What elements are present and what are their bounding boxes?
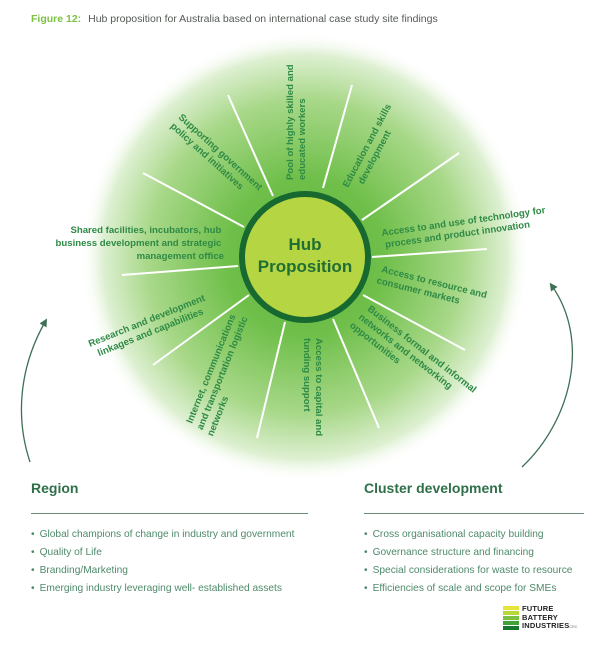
logo-bar <box>503 606 519 611</box>
cluster-list: Cross organisational capacity building G… <box>364 526 584 598</box>
hub-title-line1: Hub <box>288 235 321 254</box>
region-item: Global champions of change in industry a… <box>31 526 308 544</box>
hub-title-line2: Proposition <box>258 257 352 276</box>
cluster-item: Cross organisational capacity building <box>364 526 584 544</box>
spoke-line <box>361 152 460 221</box>
logo-suffix: CRC <box>569 625 578 629</box>
logo-bar <box>503 621 519 626</box>
figure-caption: Figure 12: Hub proposition for Australia… <box>31 13 438 25</box>
cluster-arrow-icon <box>521 282 573 468</box>
logo-bar <box>503 626 519 631</box>
spoke-label-capital: Access to capital and funding support <box>301 338 324 439</box>
cluster-panel: Cluster development Cross organisational… <box>364 480 584 598</box>
hub-diagram: Pool of highly skilled and educated work… <box>20 35 573 479</box>
region-divider <box>31 513 308 514</box>
region-list: Global champions of change in industry a… <box>31 526 308 598</box>
spoke-line <box>142 172 245 228</box>
spoke-label-shared-facilities: Shared facilities, incubators, hub busin… <box>56 225 224 262</box>
cluster-item: Efficiencies of scale and scope for SMEs <box>364 580 584 598</box>
logo-line1: FUTURE <box>522 604 554 613</box>
cluster-title: Cluster development <box>364 480 503 496</box>
fbi-logo: FUTURE BATTERY INDUSTRIESCRC <box>503 604 578 632</box>
region-arrow-icon <box>20 318 47 463</box>
spoke-line <box>362 294 466 351</box>
spoke-line <box>256 321 286 439</box>
region-item: Branding/Marketing <box>31 562 308 580</box>
figure-title: Hub proposition for Australia based on i… <box>88 13 438 25</box>
region-item: Quality of Life <box>31 544 308 562</box>
region-item: Emerging industry leveraging well- estab… <box>31 580 308 598</box>
logo-line3-text: INDUSTRIES <box>522 621 570 630</box>
logo-line3: INDUSTRIESCRC <box>522 621 578 632</box>
logo-wordmark: FUTURE BATTERY INDUSTRIESCRC <box>522 604 578 632</box>
spoke-line <box>322 84 353 189</box>
cluster-item: Governance structure and financing <box>364 544 584 562</box>
spoke-line <box>227 94 274 197</box>
cluster-item: Special considerations for waste to reso… <box>364 562 584 580</box>
figure-label: Figure 12: <box>31 13 82 25</box>
region-panel: Region Global champions of change in ind… <box>31 480 308 598</box>
hub-circle <box>239 191 371 323</box>
spoke-lines <box>121 84 488 439</box>
spoke-line <box>332 318 380 429</box>
spoke-line <box>152 294 250 366</box>
logo-bar <box>503 611 519 616</box>
spoke-label-skilled-workers: Pool of highly skilled and educated work… <box>285 62 308 180</box>
spoke-line <box>371 248 488 258</box>
logo-bar <box>503 616 519 621</box>
spoke-line <box>121 265 239 276</box>
logo-line2: BATTERY <box>522 612 558 622</box>
region-title: Region <box>31 480 79 496</box>
logo-battery-icon <box>503 606 519 631</box>
cluster-divider <box>364 513 584 514</box>
